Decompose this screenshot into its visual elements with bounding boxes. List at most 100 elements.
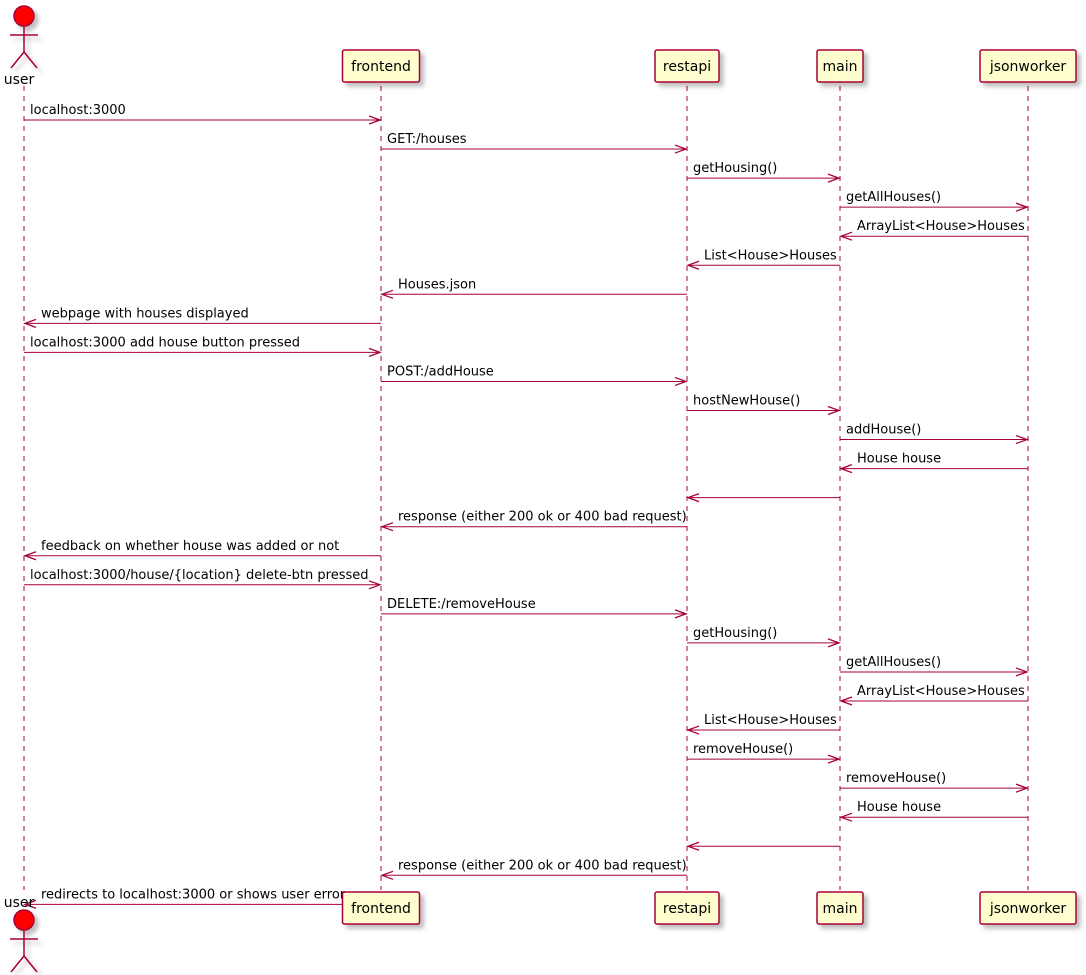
- message-label: hostNewHouse(): [693, 394, 800, 409]
- message-arrow: List<House>Houses: [686, 248, 840, 270]
- arrowhead: [23, 551, 37, 561]
- arrowhead: [827, 173, 841, 183]
- message-arrow: getHousing(): [687, 626, 841, 648]
- arrowhead: [686, 841, 700, 851]
- message-label: localhost:3000/house/{location} delete-b…: [30, 568, 369, 583]
- message-label: getHousing(): [693, 161, 777, 176]
- arrowhead: [380, 289, 394, 299]
- message-arrow: getHousing(): [687, 161, 841, 183]
- arrowhead: [674, 376, 688, 387]
- participant-label: frontend: [351, 59, 411, 75]
- arrowhead: [674, 609, 688, 619]
- participant-box: [979, 891, 1077, 925]
- arrowhead: [839, 463, 853, 474]
- arrowhead: [368, 115, 382, 125]
- message-label: removeHouse(): [846, 771, 946, 786]
- arrowhead: [839, 812, 853, 822]
- lifelines: [23, 86, 1029, 890]
- message-arrow: House house: [839, 452, 1028, 474]
- message-arrow: removeHouse(): [840, 771, 1029, 793]
- message-arrow: DELETE:/removeHouse: [381, 597, 688, 619]
- message-arrow: webpage with houses displayed: [23, 306, 381, 328]
- message-arrow: feedback on whether house was added or n…: [23, 539, 381, 561]
- actor-user-label-top: user: [4, 72, 35, 88]
- message-label: getAllHouses(): [846, 190, 941, 205]
- message-arrow: addHouse(): [840, 423, 1029, 445]
- arrowhead: [686, 493, 700, 503]
- arrowhead: [839, 231, 853, 241]
- participant-frontend-bottom: frontend: [341, 891, 421, 925]
- message-label: POST:/addHouse: [387, 364, 494, 379]
- participant-label: jsonworker: [989, 901, 1067, 917]
- actor-head: [13, 909, 35, 931]
- arrowhead: [23, 899, 37, 909]
- participant-box: [654, 891, 720, 925]
- message-label: removeHouse(): [693, 742, 793, 757]
- message-label: DELETE:/removeHouse: [387, 597, 536, 612]
- participant-label: jsonworker: [989, 59, 1067, 75]
- participant-label: restapi: [663, 59, 711, 75]
- message-arrow: GET:/houses: [381, 132, 688, 154]
- participant-heads: frontendfrontendrestapirestapimainmainjs…: [4, 5, 1077, 973]
- message-arrow: POST:/addHouse: [381, 364, 688, 387]
- arrowhead: [368, 347, 382, 358]
- message-arrow: Houses.json: [380, 277, 687, 299]
- arrowhead: [1015, 667, 1029, 677]
- participant-box: [979, 49, 1077, 83]
- message-label: response (either 200 ok or 400 bad reque…: [398, 858, 687, 873]
- message-arrow: [686, 841, 840, 851]
- arrowhead: [368, 580, 382, 590]
- message-arrow: localhost:3000 add house button pressed: [24, 335, 382, 358]
- message-label: House house: [857, 800, 941, 815]
- message-label: getAllHouses(): [846, 655, 941, 670]
- arrowhead: [380, 870, 394, 880]
- participant-main-top: main: [816, 49, 864, 83]
- message-arrow: List<House>Houses: [686, 713, 840, 735]
- message-label: ArrayList<House>Houses: [857, 219, 1025, 234]
- actor-left-leg: [10, 51, 25, 69]
- participant-label: frontend: [351, 901, 411, 917]
- actor-left-leg: [10, 955, 25, 973]
- arrowhead: [23, 318, 37, 328]
- message-label: feedback on whether house was added or n…: [41, 539, 339, 554]
- arrowhead: [1015, 434, 1029, 445]
- message-arrow: House house: [839, 800, 1028, 822]
- participant-box: [654, 49, 720, 83]
- message-arrow: localhost:3000: [24, 103, 382, 125]
- message-arrow: redirects to localhost:3000 or shows use…: [23, 887, 381, 909]
- participant-jsonworker-top: jsonworker: [979, 49, 1077, 83]
- participant-box: [341, 49, 421, 83]
- message-label: addHouse(): [846, 423, 921, 438]
- message-arrow: ArrayList<House>Houses: [839, 684, 1028, 706]
- message-label: getHousing(): [693, 626, 777, 641]
- message-arrow: response (either 200 ok or 400 bad reque…: [380, 858, 687, 880]
- actor-right-leg: [23, 955, 38, 973]
- message-arrow: getAllHouses(): [840, 190, 1029, 212]
- message-label: List<House>Houses: [704, 713, 837, 728]
- message-label: localhost:3000: [30, 103, 126, 118]
- arrowhead: [380, 522, 394, 532]
- message-arrow: response (either 200 ok or 400 bad reque…: [380, 510, 687, 532]
- actor-right-leg: [23, 51, 38, 69]
- arrowhead: [827, 638, 841, 648]
- participant-frontend-top: frontend: [341, 49, 421, 83]
- actor-user-label-bottom: user: [4, 895, 35, 911]
- message-label: House house: [857, 452, 941, 467]
- message-arrow: localhost:3000/house/{location} delete-b…: [24, 568, 382, 590]
- arrowhead: [839, 696, 853, 706]
- arrowhead: [827, 754, 841, 764]
- message-label: response (either 200 ok or 400 bad reque…: [398, 510, 687, 525]
- message-label: GET:/houses: [387, 132, 467, 147]
- actor-head: [13, 5, 35, 27]
- message-arrow: hostNewHouse(): [687, 394, 841, 416]
- actor-user-top-icon: [10, 5, 38, 69]
- message-label: Houses.json: [398, 277, 476, 292]
- arrowhead: [1015, 202, 1029, 212]
- message-label: ArrayList<House>Houses: [857, 684, 1025, 699]
- participant-box: [816, 891, 864, 925]
- arrowhead: [674, 144, 688, 154]
- arrowhead: [686, 725, 700, 735]
- arrowhead: [1015, 783, 1029, 793]
